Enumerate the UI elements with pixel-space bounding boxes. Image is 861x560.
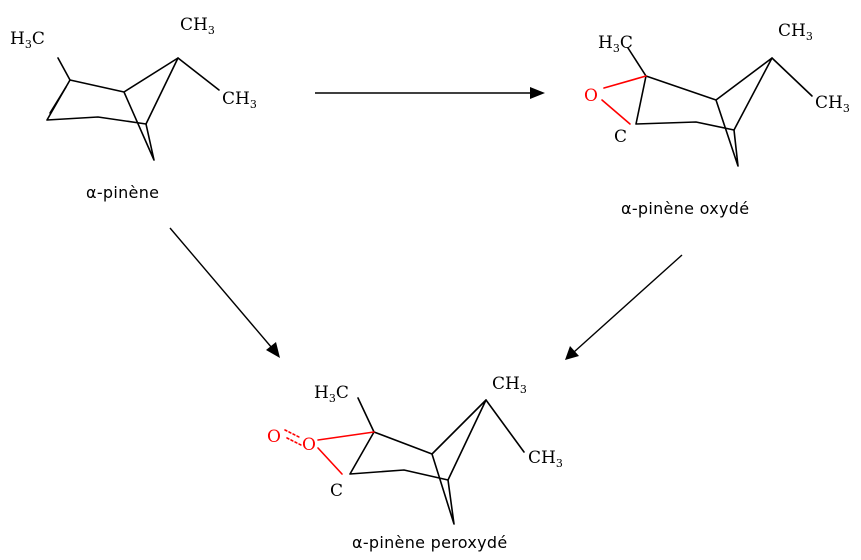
peroxide-caption: α-pinène peroxydé [352, 533, 508, 552]
peroxide-ch3-right-label: CH3 [528, 448, 563, 470]
molecule-alpha-pinene-peroxide: H3C CH3 CH3 O O C α-pinène peroxydé [267, 374, 563, 552]
pinene-bonds [46, 57, 220, 161]
pinene-caption: α-pinène [86, 183, 159, 202]
oxide-carbon-atom: C [614, 127, 627, 147]
oxide-ch3-top-label: CH3 [778, 21, 813, 43]
arrow-pinene-to-peroxide [169, 227, 280, 358]
peroxide-bonds [284, 397, 525, 525]
oxide-oxygen-atom: O [584, 86, 598, 106]
peroxide-oxygen-atom-inner: O [302, 435, 316, 455]
oxide-ch3-right-label: CH3 [815, 93, 850, 115]
arrow-pinene-to-oxide [315, 87, 545, 99]
molecule-alpha-pinene: H3C CH3 CH3 α-pinène [10, 15, 257, 202]
peroxide-oxygen-atom-outer: O [267, 427, 281, 447]
arrow-oxide-to-peroxide [565, 254, 683, 360]
peroxide-h3c-label: H3C [314, 383, 349, 405]
peroxide-ch3-top-label: CH3 [492, 374, 527, 396]
pinene-ch3-right-label: CH3 [222, 89, 257, 111]
oxide-h3c-label: H3C [598, 33, 633, 55]
pinene-ch3-top-label: CH3 [180, 15, 215, 37]
oxide-bonds [601, 47, 813, 167]
molecule-alpha-pinene-oxide: H3C CH3 CH3 O C α-pinène oxydé [584, 21, 850, 218]
peroxide-carbon-atom: C [330, 481, 343, 501]
oxide-caption: α-pinène oxydé [621, 199, 749, 218]
pinene-h3c-label: H3C [10, 29, 45, 51]
